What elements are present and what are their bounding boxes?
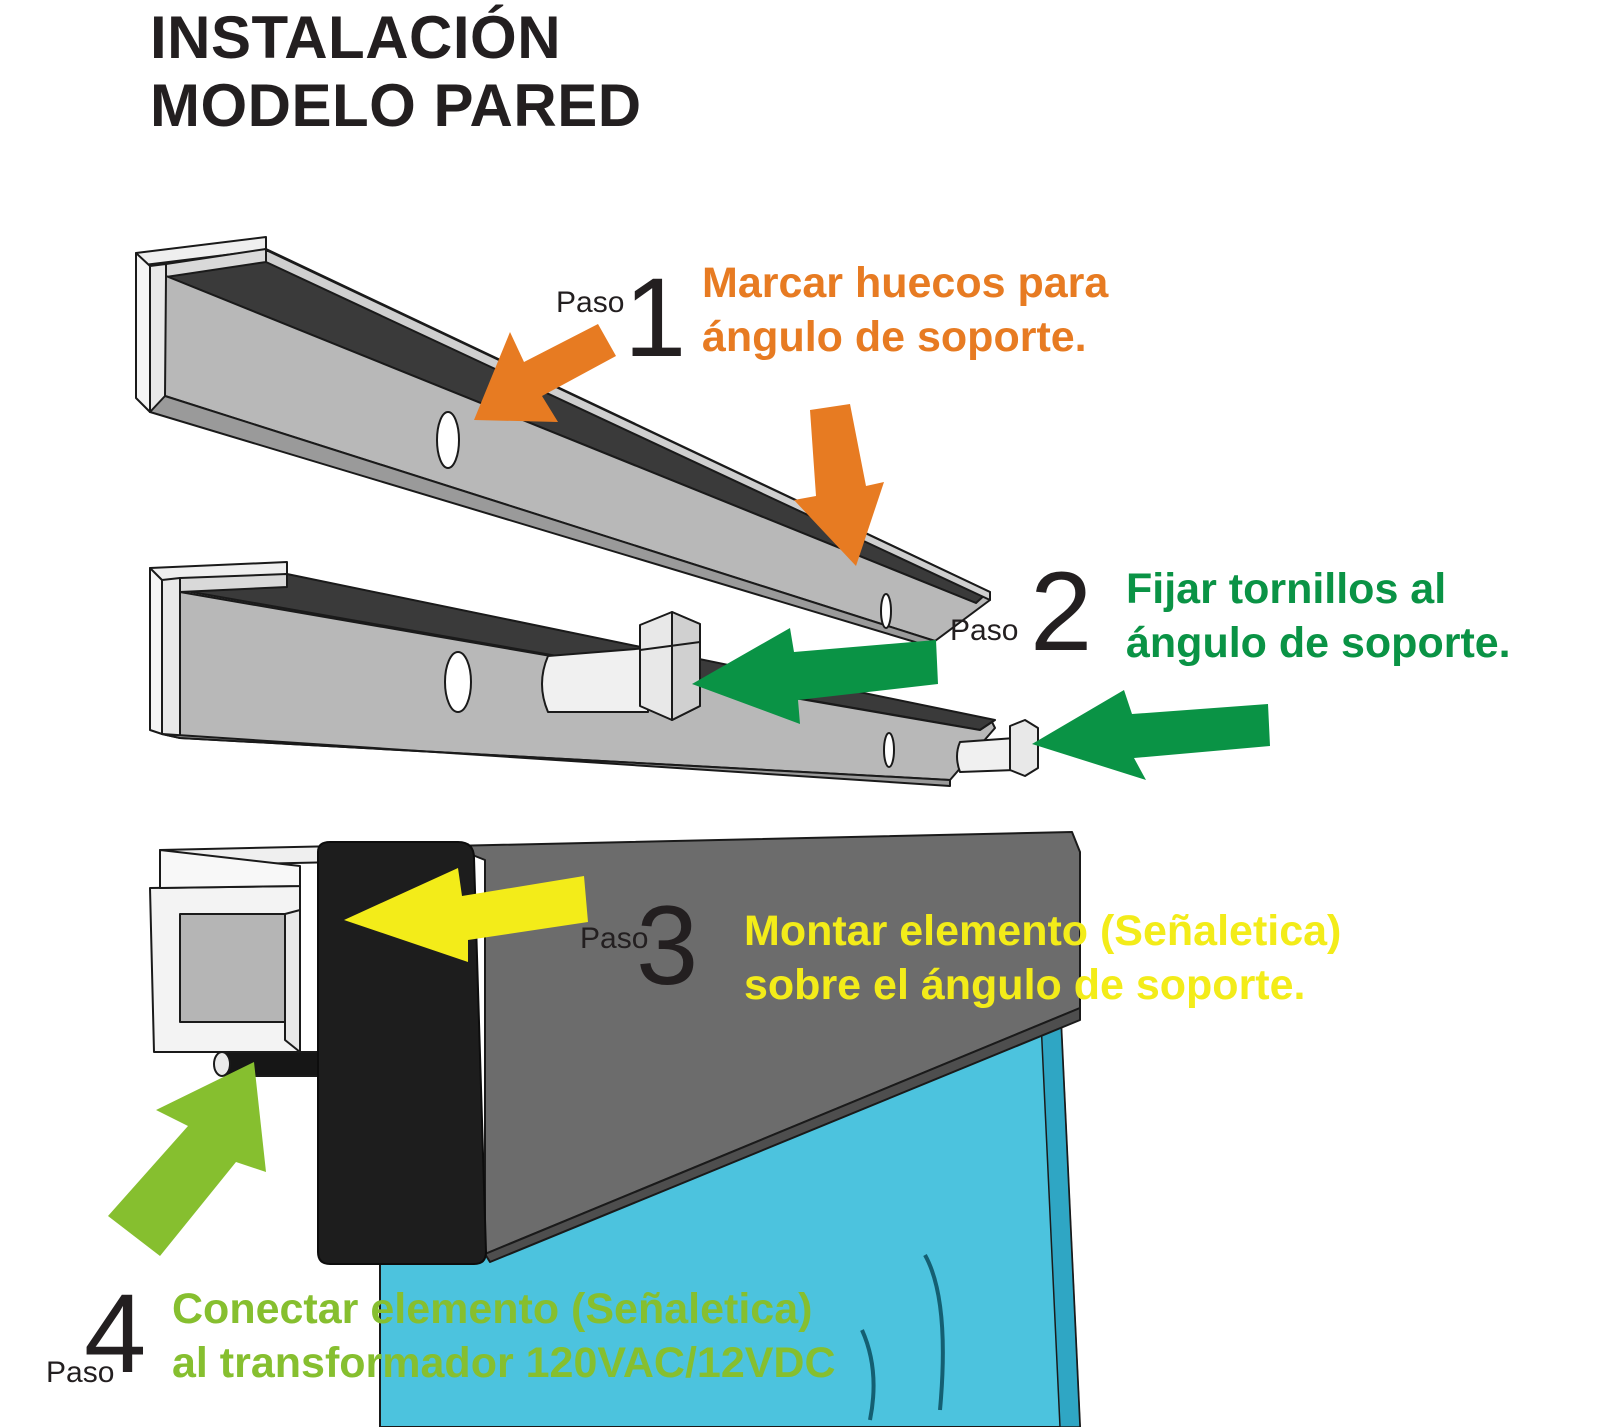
bolt-small [956,719,1039,777]
page-title: INSTALACIÓN MODELO PARED [150,4,642,140]
step1-paso: Paso [556,286,624,319]
step3-description: Montar elemento (Señaletica) sobre el án… [744,904,1341,1012]
arrow-step4-connect [108,1062,266,1256]
title-line2: MODELO PARED [150,72,642,139]
title-line1: INSTALACIÓN [150,4,562,71]
step2-line1: Fijar tornillos al [1126,565,1447,613]
bolt-large [541,611,701,721]
step4-line1: Conectar elemento (Señaletica) [172,1285,813,1333]
step4-number: 4 [84,1271,146,1396]
support-bracket-bottom [149,845,341,1077]
step3-line1: Montar elemento (Señaletica) [744,907,1342,955]
step3-number: 3 [636,883,698,1008]
step4-paso: Paso [46,1356,114,1389]
step3-paso: Paso [580,922,648,955]
step4-line2: al transformador 120VAC/12VDC [172,1339,836,1387]
arrow-step1-hole [474,324,616,422]
step4-description: Conectar elemento (Señaletica) al transf… [172,1282,836,1390]
step1-line1: Marcar huecos para [702,259,1109,307]
step2-line2: ángulo de soporte. [1126,619,1511,667]
step1-number: 1 [624,255,686,380]
sign-housing [449,831,1081,1263]
step3-line2: sobre el ángulo de soporte. [744,961,1306,1009]
arrow-step2-bolt-small [1032,690,1270,780]
arrow-step1-slot [794,404,884,566]
step1-line2: ángulo de soporte. [702,313,1087,361]
step2-number: 2 [1030,549,1092,674]
step2-description: Fijar tornillos al ángulo de soporte. [1126,562,1511,670]
arrow-step2-bolt-large [692,628,938,724]
step2-paso: Paso [950,614,1018,647]
arrow-step3-mount [344,868,588,962]
step1-description: Marcar huecos para ángulo de soporte. [702,256,1108,364]
